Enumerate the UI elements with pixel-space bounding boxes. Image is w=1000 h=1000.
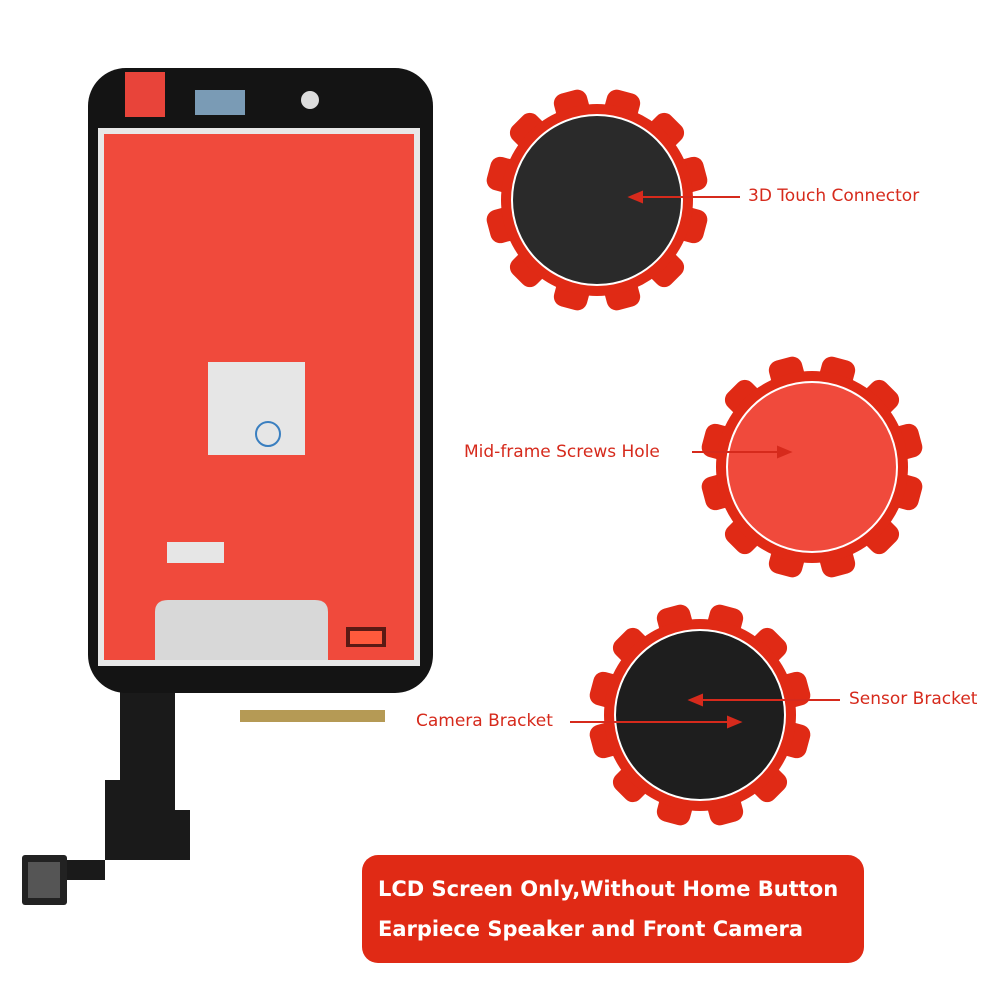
callout-camera-bracket: Camera Bracket bbox=[416, 711, 553, 731]
gear-detail-touch-connector bbox=[486, 89, 708, 311]
gear-detail-screws-hole bbox=[701, 356, 923, 578]
callout-arrows bbox=[570, 190, 840, 729]
lcd-screen-back bbox=[22, 68, 433, 905]
info-banner: LCD Screen Only,Without Home Button Earp… bbox=[362, 855, 864, 963]
gear-detail-brackets bbox=[589, 604, 811, 826]
callout-3d-touch-connector: 3D Touch Connector bbox=[748, 186, 920, 206]
banner-line-2: Earpiece Speaker and Front Camera bbox=[378, 917, 804, 941]
callout-sensor-bracket: Sensor Bracket bbox=[849, 689, 978, 709]
callout-mid-frame-screws-hole: Mid-frame Screws Hole bbox=[464, 442, 660, 462]
banner-line-1: LCD Screen Only,Without Home Button bbox=[378, 877, 839, 901]
